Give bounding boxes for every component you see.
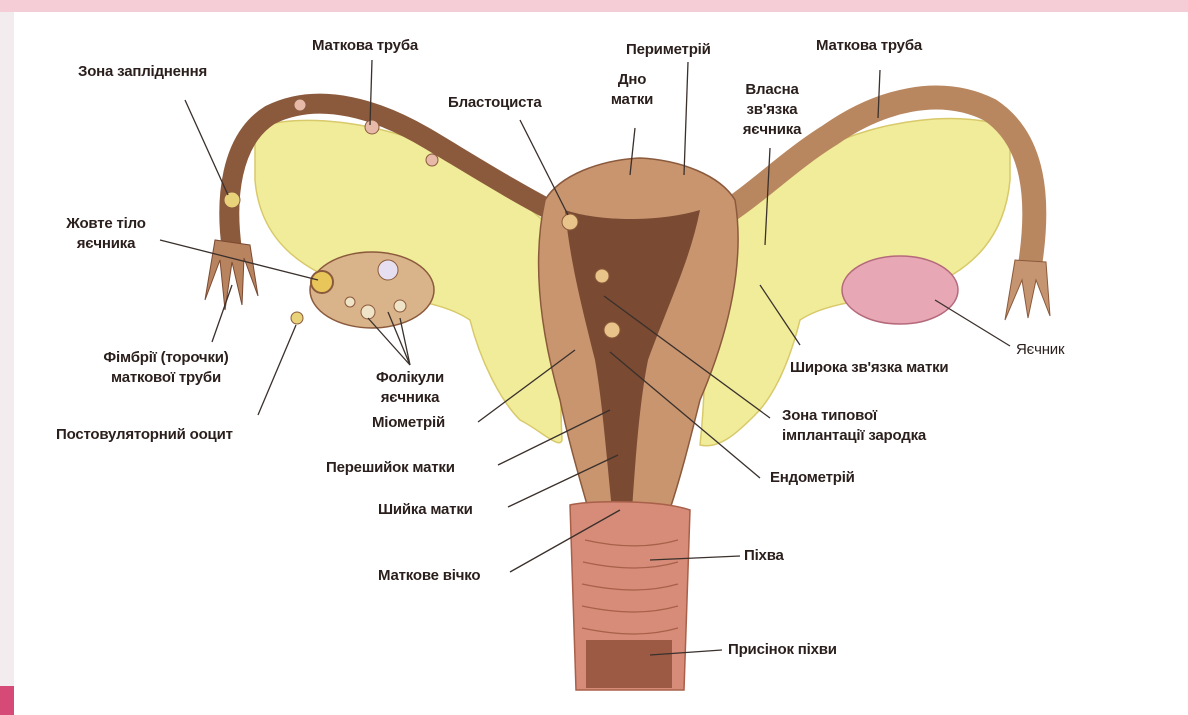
label-endometrium: Ендометрій — [770, 468, 855, 488]
postovulatory-oocyte-shape — [291, 312, 303, 324]
label-fallopian-tube-left: Маткова труба — [312, 36, 418, 56]
fimbriae-right-shape — [1005, 260, 1050, 320]
vaginal-vestibule-shape — [586, 640, 672, 688]
corpus-luteum-shape — [311, 271, 333, 293]
tube-egg-shape — [426, 154, 438, 166]
blastocyst-shape — [562, 214, 578, 230]
tube-egg-shape — [365, 120, 379, 134]
label-vagina: Піхва — [744, 546, 784, 566]
label-myometrium: Міометрій — [372, 413, 445, 433]
label-fimbriae: Фімбрії (торочки) маткової труби — [76, 348, 256, 388]
label-blastocyst: Бластоциста — [448, 93, 542, 113]
label-ovarian-ligament: Власна зв'язка яєчника — [727, 80, 817, 140]
label-postovulatory-oocyte: Постовуляторний ооцит — [56, 425, 233, 445]
ovary-right-shape — [842, 256, 958, 324]
label-vaginal-vestibule: Присінок піхви — [728, 640, 837, 660]
follicle-shape — [394, 300, 406, 312]
label-fertilization-zone: Зона запліднення — [78, 62, 207, 82]
label-corpus-luteum: Жовте тіло яєчника — [46, 214, 166, 254]
follicle-shape — [361, 305, 375, 319]
label-perimetrium: Периметрій — [626, 40, 711, 60]
fimbriae-left-shape — [205, 240, 258, 310]
follicle-shape — [378, 260, 398, 280]
tube-egg-shape — [224, 192, 240, 208]
label-external-os: Маткове вічко — [378, 566, 480, 586]
label-fallopian-tube-right: Маткова труба — [816, 36, 922, 56]
embryo-shape — [604, 322, 620, 338]
follicle-shape — [345, 297, 355, 307]
label-ovary: Яєчник — [1016, 340, 1064, 360]
label-broad-ligament: Широка зв'язка матки — [790, 358, 948, 378]
label-follicles: Фолікули яєчника — [360, 368, 460, 408]
label-uterine-isthmus: Перешийок матки — [326, 458, 455, 478]
embryo-shape — [595, 269, 609, 283]
label-cervix: Шийка матки — [378, 500, 473, 520]
label-implantation-zone: Зона типової імплантації зародка — [782, 406, 926, 446]
tube-egg-shape — [294, 99, 306, 111]
label-uterine-fundus: Дно матки — [604, 70, 660, 110]
